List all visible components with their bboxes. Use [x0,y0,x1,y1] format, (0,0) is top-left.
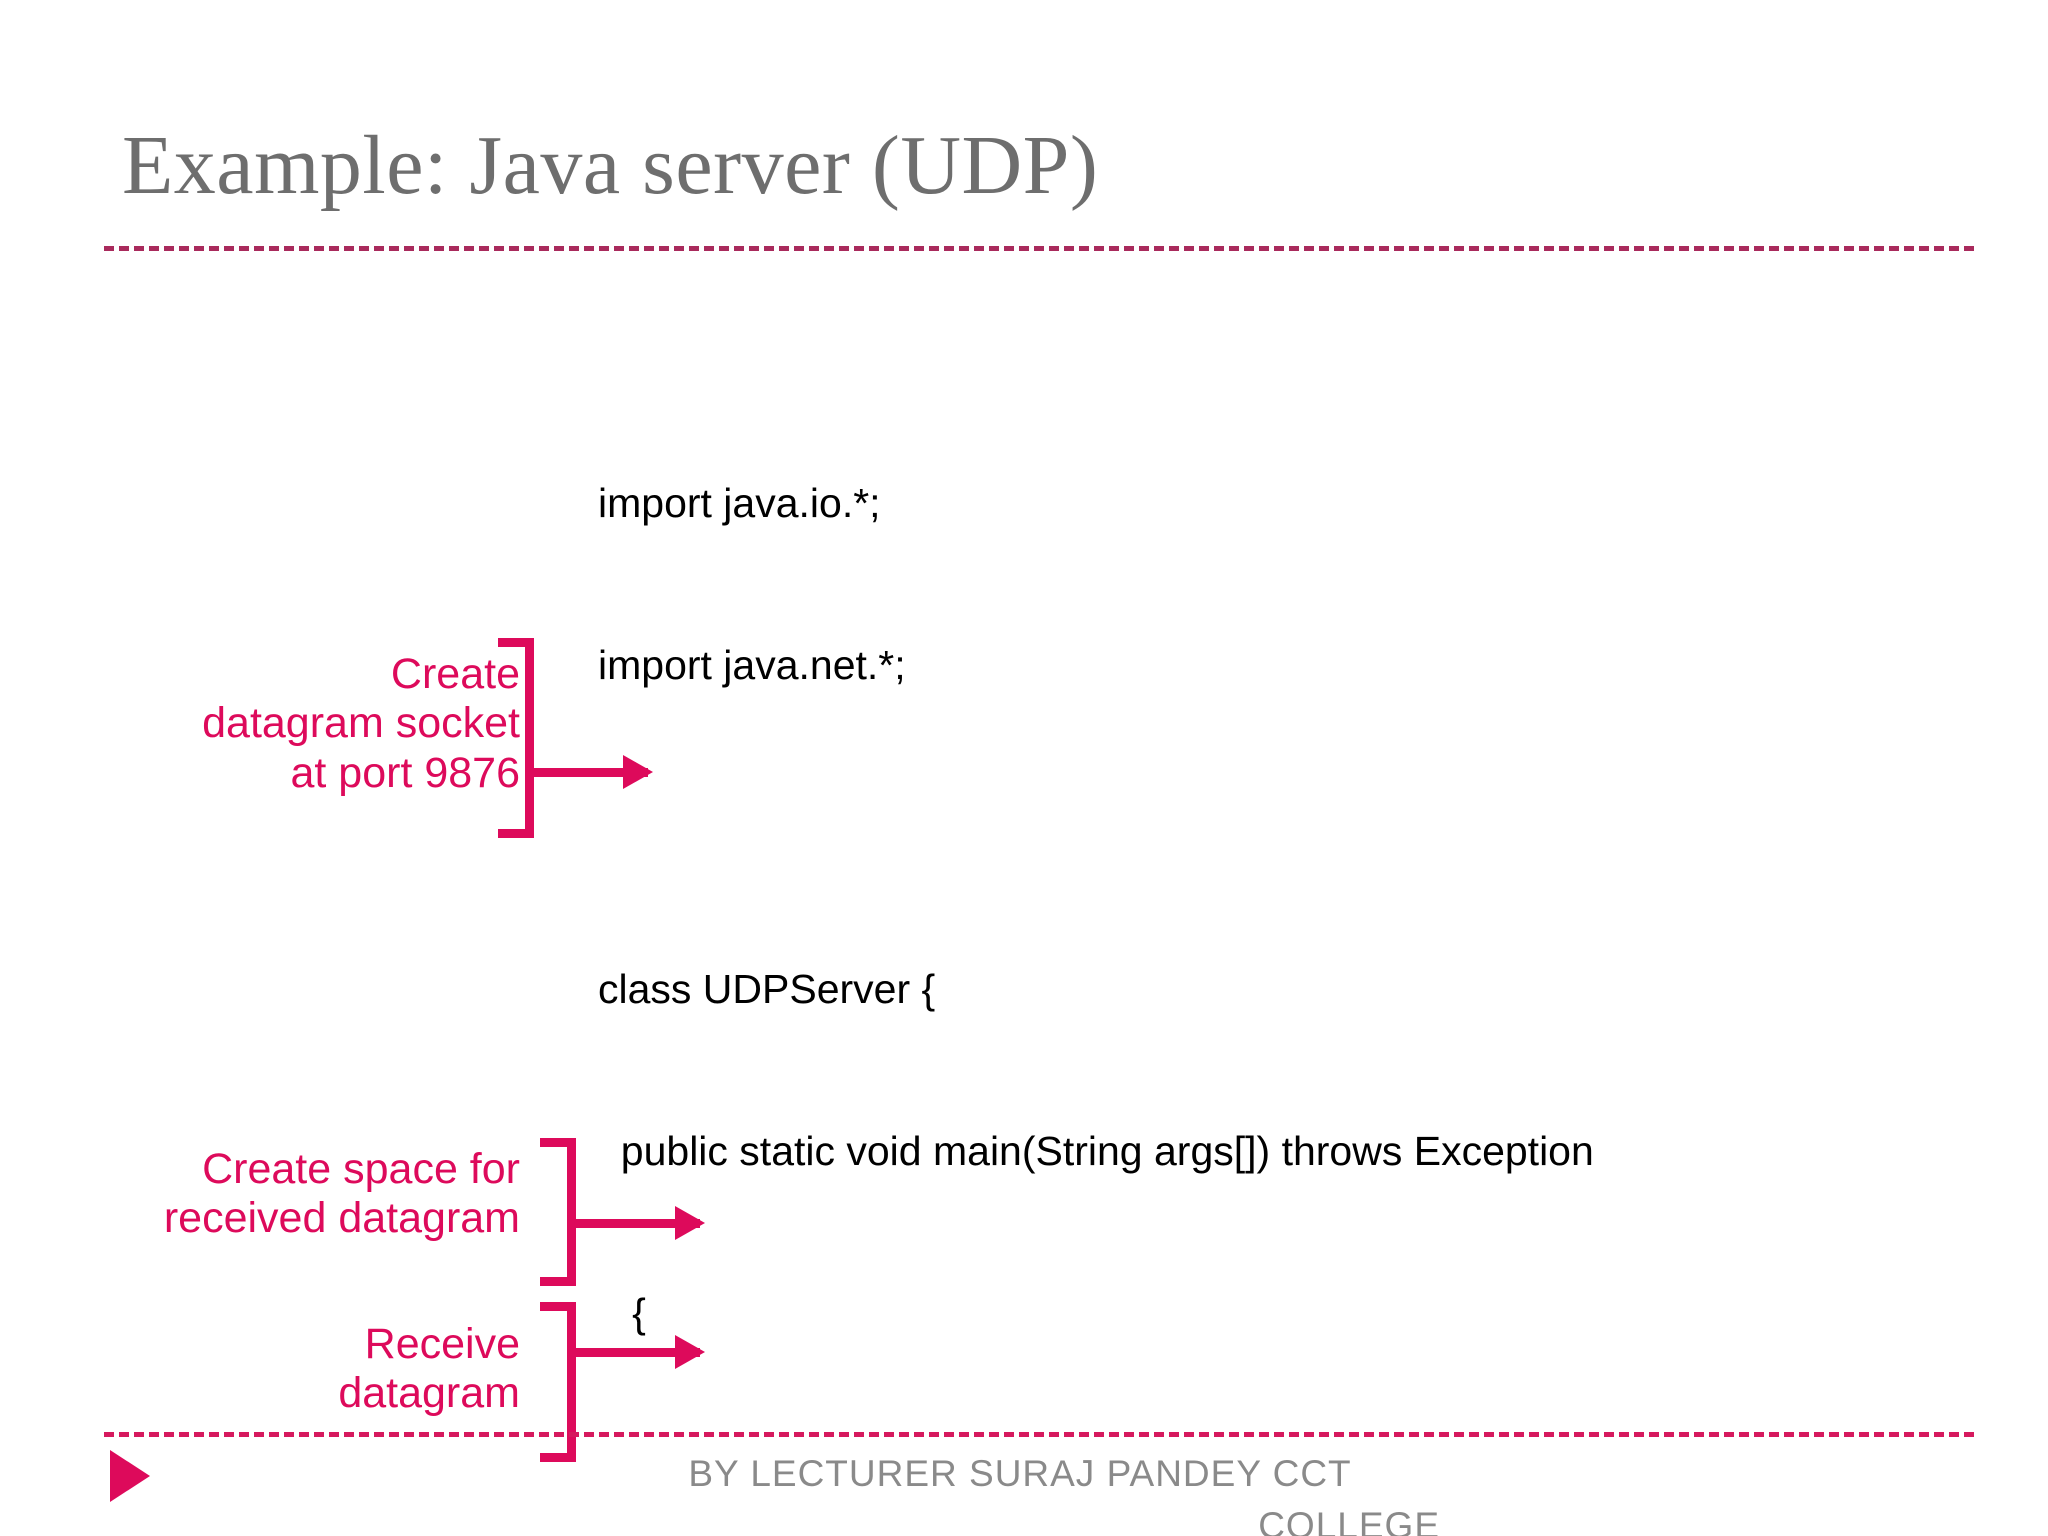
code-line: { [598,1290,646,1336]
code-line: class UDPServer { [598,966,936,1012]
annotation-create-datagram-socket: Create datagram socket at port 9876 [202,650,520,797]
title-divider [104,246,1974,251]
code-line: import java.io.*; [598,480,881,526]
annotation-arrow-icon [530,755,653,789]
annotation-arrow-icon [572,1335,705,1369]
code-line-blank [598,800,1768,854]
footer-attribution: BY LECTURER SURAJ PANDEY CCT COLLEGE [600,1448,1440,1536]
footer-line-2: COLLEGE [1258,1505,1440,1536]
annotation-bracket-icon [540,1302,576,1462]
annotation-receive-datagram: Receive datagram [338,1320,520,1418]
annotation-arrow-icon [572,1206,705,1240]
footer-line-1: BY LECTURER SURAJ PANDEY CCT [688,1453,1352,1494]
annotation-bracket-icon [498,638,534,838]
code-line: import java.net.*; [598,642,906,688]
annotation-create-space-for-received-datagram: Create space for received datagram [163,1145,520,1243]
code-line: public static void main(String args[]) t… [598,1128,1594,1174]
footer-divider [104,1432,1974,1437]
annotation-bracket-icon [540,1138,576,1286]
page-title: Example: Java server (UDP) [122,119,1099,212]
play-triangle-icon [110,1450,150,1502]
code-block: import java.io.*; import java.net.*; cla… [598,368,1768,1536]
